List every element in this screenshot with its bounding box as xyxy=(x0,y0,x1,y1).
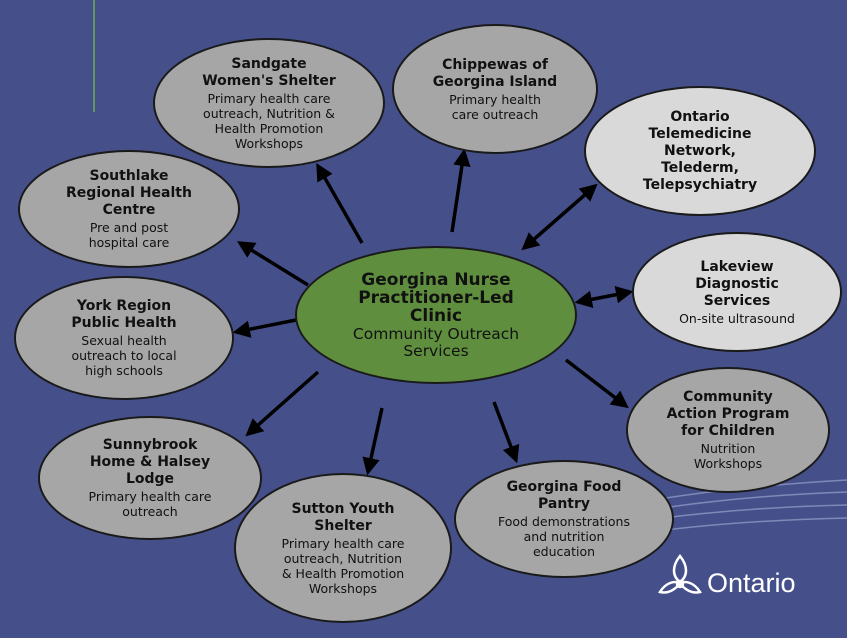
node-lakeview-desc: On-site ultrasound xyxy=(679,310,795,326)
node-southlake-desc: Pre and post hospital care xyxy=(88,220,170,250)
node-capc-title: Community Action Program for Children xyxy=(666,389,790,439)
node-telemedicine: Ontario Telemedicine Network, Telederm, … xyxy=(584,86,816,216)
node-sandgate-desc: Primary health care outreach, Nutrition … xyxy=(203,90,335,151)
node-chippewas: Chippewas of Georgina Island Primary hea… xyxy=(392,24,598,154)
arrow-to-telemedicine xyxy=(521,183,598,251)
arrow-to-sutton xyxy=(362,407,384,476)
node-sunnybrook-desc: Primary health care outreach xyxy=(88,489,212,519)
node-southlake: Southlake Regional Health Centre Pre and… xyxy=(18,150,240,268)
node-capc: Community Action Program for Children Nu… xyxy=(626,367,830,493)
node-foodpantry-title: Georgina Food Pantry xyxy=(506,479,622,512)
center-title: Georgina Nurse Practitioner-Led Clinic xyxy=(358,269,514,326)
node-telemedicine-title: Ontario Telemedicine Network, Telederm, … xyxy=(642,108,758,193)
node-sutton: Sutton Youth Shelter Primary health care… xyxy=(234,473,452,623)
node-capc-desc: Nutrition Workshops xyxy=(693,441,763,471)
center-subtitle: Community Outreach Services xyxy=(352,324,520,360)
arrow-to-southlake xyxy=(237,241,309,287)
node-foodpantry: Georgina Food Pantry Food demonstrations… xyxy=(454,460,674,578)
arrow-to-capc xyxy=(564,358,629,409)
node-sandgate-title: Sandgate Women's Shelter xyxy=(202,55,336,89)
trillium-logo-icon xyxy=(658,553,702,594)
node-foodpantry-desc: Food demonstrations and nutrition educat… xyxy=(498,514,630,559)
node-chippewas-title: Chippewas of Georgina Island xyxy=(432,56,558,90)
arrow-to-york xyxy=(232,318,297,338)
node-lakeview-title: Lakeview Diagnostic Services xyxy=(695,258,779,309)
arrow-to-lakeview xyxy=(574,286,634,308)
node-york: York Region Public Health Sexual health … xyxy=(14,276,234,400)
node-lakeview: Lakeview Diagnostic Services On-site ult… xyxy=(632,232,842,352)
center-node: Georgina Nurse Practitioner-Led Clinic C… xyxy=(295,246,577,384)
arrow-to-sunnybrook xyxy=(245,370,320,437)
node-sunnybrook: Sunnybrook Home & Halsey Lodge Primary h… xyxy=(38,416,262,540)
node-southlake-title: Southlake Regional Health Centre xyxy=(66,168,192,218)
node-york-desc: Sexual health outreach to local high sch… xyxy=(71,333,177,378)
arrow-to-sandgate xyxy=(316,162,364,244)
node-chippewas-desc: Primary health care outreach xyxy=(449,91,541,122)
arrow-to-foodpantry xyxy=(492,401,520,464)
node-sunnybrook-title: Sunnybrook Home & Halsey Lodge xyxy=(89,437,211,487)
node-sutton-desc: Primary health care outreach, Nutrition … xyxy=(281,535,405,596)
ontario-logo-text: Ontario xyxy=(707,568,796,598)
node-york-title: York Region Public Health xyxy=(71,298,177,331)
arrow-to-chippewas xyxy=(450,148,471,233)
node-sutton-title: Sutton Youth Shelter xyxy=(291,500,395,534)
node-sandgate: Sandgate Women's Shelter Primary health … xyxy=(153,38,385,168)
